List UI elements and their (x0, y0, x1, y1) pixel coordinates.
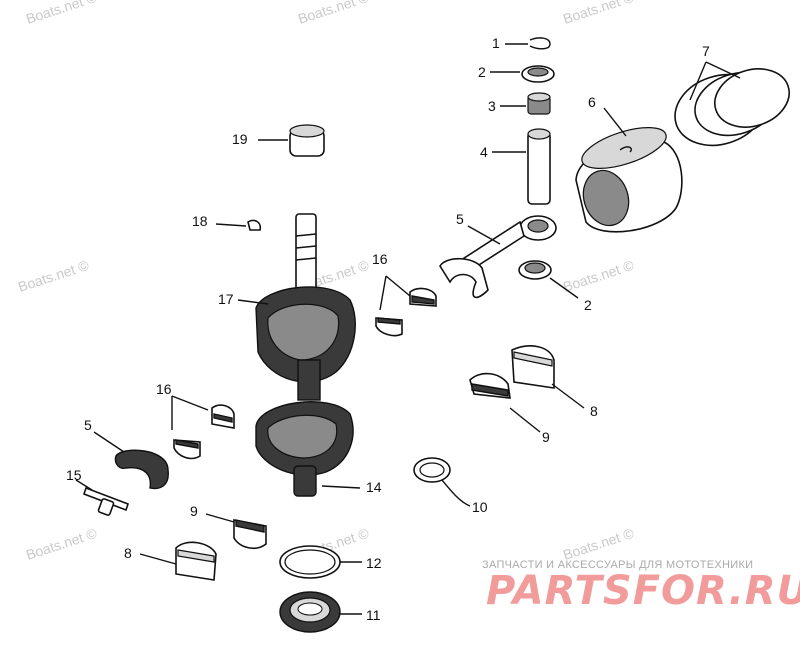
callout-8: 8 (124, 545, 132, 561)
watermark: Boats.net © (296, 0, 371, 27)
watermark: Boats.net © (561, 0, 636, 27)
callout-15: 15 (66, 467, 82, 483)
watermark: Boats.net © (561, 257, 636, 295)
callout-6: 6 (588, 94, 596, 110)
callout-10: 10 (472, 499, 488, 515)
callout-2: 2 (478, 64, 486, 80)
callout-2: 2 (584, 297, 592, 313)
part-bearing-shell-left (139, 541, 217, 581)
part-wrist-pin (492, 128, 551, 205)
watermarks: Boats.net © Boats.net © Boats.net © Boat… (16, 0, 636, 563)
part-snap-ring (413, 457, 471, 507)
callout-9: 9 (190, 503, 198, 519)
part-rod-bearing-upper (375, 275, 437, 337)
part-main-bearing-right (469, 372, 541, 433)
callout-19: 19 (232, 131, 248, 147)
callout-4: 4 (480, 144, 488, 160)
part-rod-bearing-lower (171, 395, 235, 460)
watermark: Boats.net © (24, 525, 99, 563)
callout-16: 16 (156, 381, 172, 397)
part-rod-cap (93, 431, 169, 490)
part-retaining-clip (505, 37, 551, 50)
part-thrust-washer-lower (518, 260, 579, 299)
part-piston-rings (674, 61, 790, 147)
callout-7: 7 (702, 43, 710, 59)
callout-8: 8 (590, 403, 598, 419)
part-oil-seal (279, 591, 362, 633)
callout-12: 12 (366, 555, 382, 571)
callout-5: 5 (456, 211, 464, 227)
part-bearing-sleeve (258, 124, 325, 157)
callout-11: 11 (366, 607, 381, 623)
brand-logo: ЗАПЧАСТИ И АКСЕССУАРЫ ДЛЯ МОТОТЕХНИКИ PA… (482, 559, 800, 614)
part-connecting-rod (439, 215, 557, 299)
watermark: Boats.net © (561, 525, 636, 563)
part-woodruff-key (215, 219, 262, 231)
part-crankshaft (237, 213, 361, 497)
part-thrust-washer-top (490, 65, 555, 83)
part-bolt (75, 479, 130, 516)
brand-name: PARTSFOR.RU (486, 568, 800, 614)
watermark: Boats.net © (16, 257, 91, 295)
callout-3: 3 (488, 98, 496, 114)
callout-5: 5 (84, 417, 92, 433)
callout-16: 16 (372, 251, 388, 267)
callout-17: 17 (218, 291, 234, 307)
callout-18: 18 (192, 213, 208, 229)
watermark: Boats.net © (24, 0, 99, 27)
part-piston (575, 107, 683, 233)
callout-labels: 1 2 3 4 5 6 7 2 8 9 10 12 11 14 16 16 17… (66, 35, 710, 623)
callout-14: 14 (366, 479, 382, 495)
brand-subtitle: ЗАПЧАСТИ И АКСЕССУАРЫ ДЛЯ МОТОТЕХНИКИ (482, 559, 753, 571)
part-needle-bearing (500, 92, 551, 115)
part-o-ring (279, 545, 362, 579)
part-bearing-shell-right (511, 345, 585, 409)
callout-9: 9 (542, 429, 550, 445)
callout-1: 1 (492, 35, 500, 51)
part-main-bearing-left (205, 513, 267, 550)
